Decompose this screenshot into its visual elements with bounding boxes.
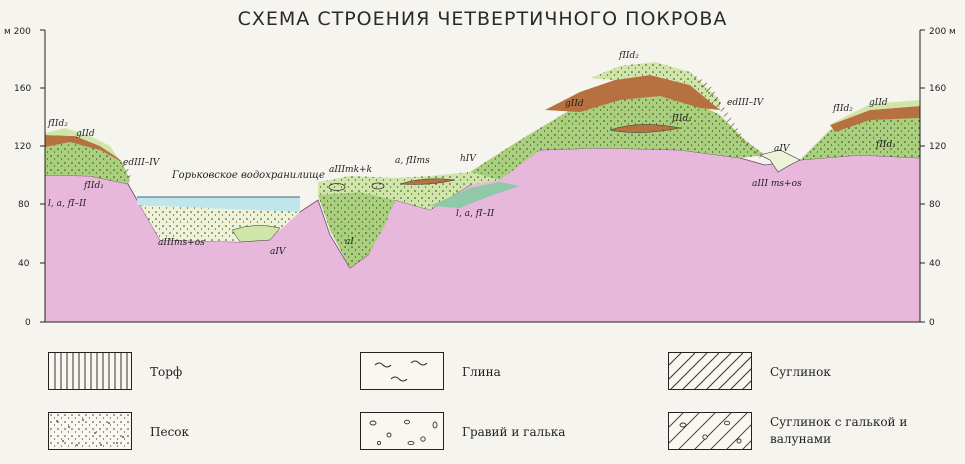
lower-lake-layer [430, 182, 520, 208]
right-tick-80: 80 [929, 200, 941, 210]
legend-item-clay: Глина [360, 352, 501, 390]
label-gIId-left: gIId [76, 129, 95, 139]
legend-item-loam: Суглинок [668, 352, 831, 390]
label-aIV-left: aIV [270, 247, 287, 257]
label-edIII-IV-mid: edIII–IV [727, 98, 765, 108]
loam-swatch-icon [668, 352, 752, 390]
right-tick-160: 160 [929, 84, 946, 94]
reservoir-water [137, 197, 300, 212]
label-reservoir-text: Горьковское водохранилище [171, 170, 325, 181]
left-tick-160: 160 [14, 84, 31, 94]
clay-swatch-icon [360, 352, 444, 390]
label-laf-mid: l, a, fI–II [456, 209, 495, 219]
right-valley [759, 149, 801, 173]
label-edIII-IV-left: edIII–IV [123, 158, 161, 168]
left-tick-0: 0 [25, 318, 31, 328]
left-tick-120: 120 [14, 142, 31, 152]
ridge-brown-layer [545, 75, 720, 112]
right-tick-40: 40 [929, 259, 941, 269]
label-fIId2-left: fIId₂ [47, 119, 68, 129]
diagram-title: СХЕМА СТРОЕНИЯ ЧЕТВЕРТИЧНОГО ПОКРОВА [237, 8, 728, 30]
left-top-layer [45, 128, 118, 158]
label-aIIImk-k: aIIImk+k [329, 165, 372, 175]
right-top-layer [830, 100, 920, 125]
left-brown-layer [45, 135, 122, 162]
label-fIId1-mid: fIId₁ [671, 114, 692, 124]
label-aIIIms-os-right: aIII ms+os [752, 179, 802, 189]
label-gIId-mid: gIId [565, 99, 584, 109]
valley-lens [231, 225, 281, 243]
legend-item-gravel: Гравий и галька [360, 412, 565, 450]
legend-item-sand: Песок [48, 412, 189, 450]
label-aI: aI [345, 237, 354, 247]
label-fIId1-right: fIId₁ [875, 140, 896, 150]
legend-label-clay: Глина [462, 365, 501, 379]
label-reservoir: Горьковское водохранилище [171, 170, 325, 181]
sand-swatch-icon [48, 412, 132, 450]
right-brown-layer [830, 106, 920, 132]
label-fIId2-right: fIId₂ [832, 104, 853, 114]
left-tick-40: 40 [18, 259, 30, 269]
label-fIId1-left: fIId₁ [83, 181, 104, 191]
legend-item-boulder-loam: Суглинок с галькой и валунами [668, 412, 940, 450]
peat-swatch-icon [48, 352, 132, 390]
legend-item-peat: Торф [48, 352, 182, 390]
label-aIV-right: aIV [774, 144, 791, 154]
right-axis-unit: 200 м [929, 27, 956, 37]
label-afIIms: a, fIIms [395, 156, 430, 166]
legend-label-boulder-loam: Суглинок с галькой и валунами [770, 415, 908, 446]
left-axis-unit: м 200 [4, 27, 31, 37]
right-axis [919, 29, 925, 323]
legend-label-sand: Песок [150, 425, 190, 439]
legend-label-loam: Суглинок [770, 365, 831, 379]
label-aIIIms-os-left: aIIIms+os [158, 238, 205, 248]
right-tick-0: 0 [929, 318, 935, 328]
boulder-loam-swatch-icon [668, 412, 752, 450]
label-gIId-right: gIId [869, 98, 888, 108]
legend-label-gravel: Гравий и галька [462, 425, 566, 439]
label-fIId2-top: fIId₂ [618, 51, 639, 61]
label-laf-left: l, a, fI–II [48, 199, 87, 209]
gravel-swatch-icon [360, 412, 444, 450]
right-tick-120: 120 [929, 142, 946, 152]
label-hIV: hIV [460, 154, 477, 164]
legend-label-peat: Торф [150, 365, 183, 379]
left-axis [40, 29, 46, 323]
geological-cross-section: м 200 160 120 80 40 0 200 м 160 120 80 4… [4, 27, 956, 328]
left-tick-80: 80 [18, 200, 30, 210]
